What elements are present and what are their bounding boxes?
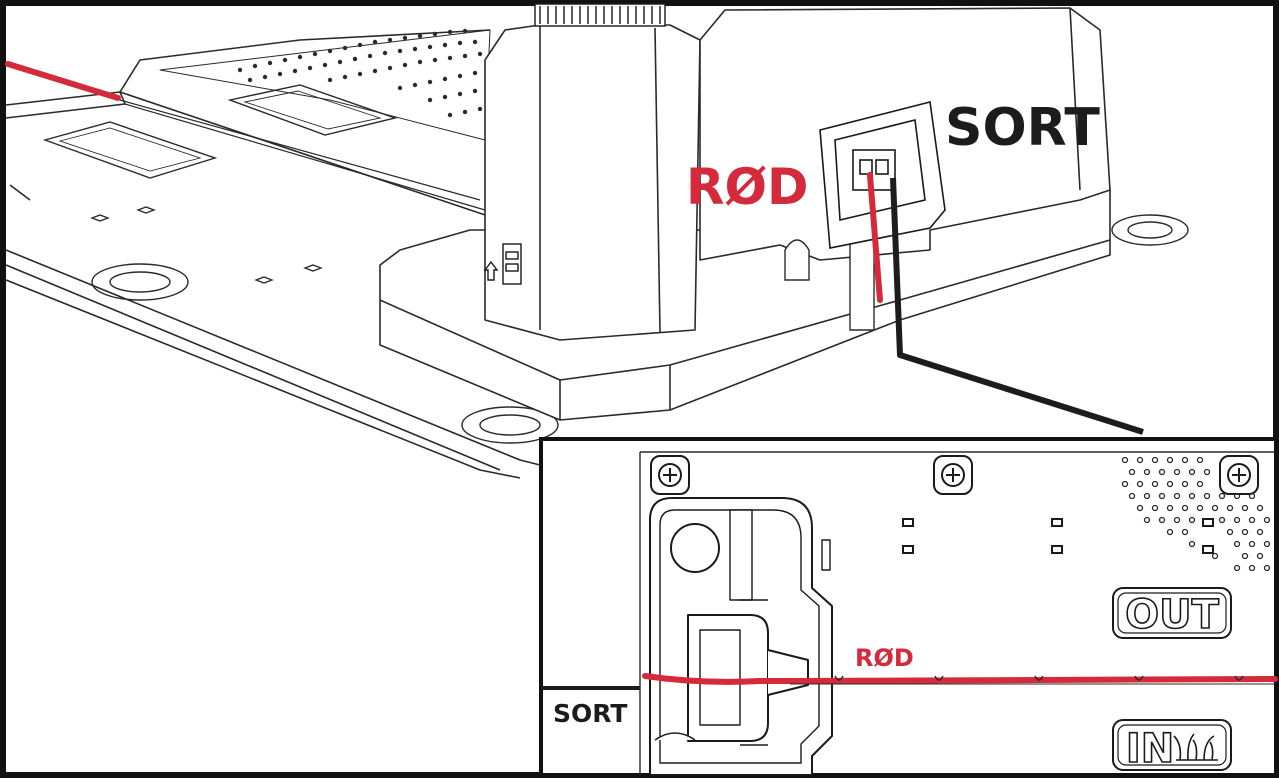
plus-screw-icon (933, 455, 973, 495)
screw-bosses-main (91, 214, 1189, 444)
out-label: OUT (1125, 592, 1219, 638)
in-marking: IN (1112, 719, 1232, 773)
inset-housing (649, 497, 833, 776)
grass-icon (1173, 733, 1218, 761)
black-wire-label-inset: SORT (553, 699, 627, 728)
embossed-logo-top (227, 84, 398, 136)
out-marking: OUT (1112, 587, 1232, 639)
inset-detail: OUT IN RØD SORT (539, 437, 1278, 777)
plate-markers (90, 206, 323, 284)
plus-screw-icon (650, 455, 690, 495)
side-connector (483, 243, 522, 285)
black-wire-main (890, 177, 1144, 435)
in-label: IN (1126, 726, 1174, 772)
black-wire-label-main: SORT (945, 98, 1100, 158)
tower-knob (534, 3, 666, 27)
red-wire-label-inset: RØD (855, 644, 914, 672)
wire-channel-clips (790, 675, 1275, 685)
embossed-logo-left (42, 121, 218, 179)
terminal-block (819, 101, 946, 249)
vent-holes-main (237, 28, 483, 118)
red-wire-main-left (5, 61, 121, 101)
red-wire-label-main: RØD (686, 158, 809, 216)
wire-clips (784, 229, 875, 331)
vent-holes-inset (1121, 456, 1271, 572)
inset-markers (902, 518, 1214, 554)
red-wire-inset (642, 673, 1278, 685)
plus-screw-icon (1219, 455, 1259, 495)
red-wire-main-terminal (867, 172, 883, 303)
